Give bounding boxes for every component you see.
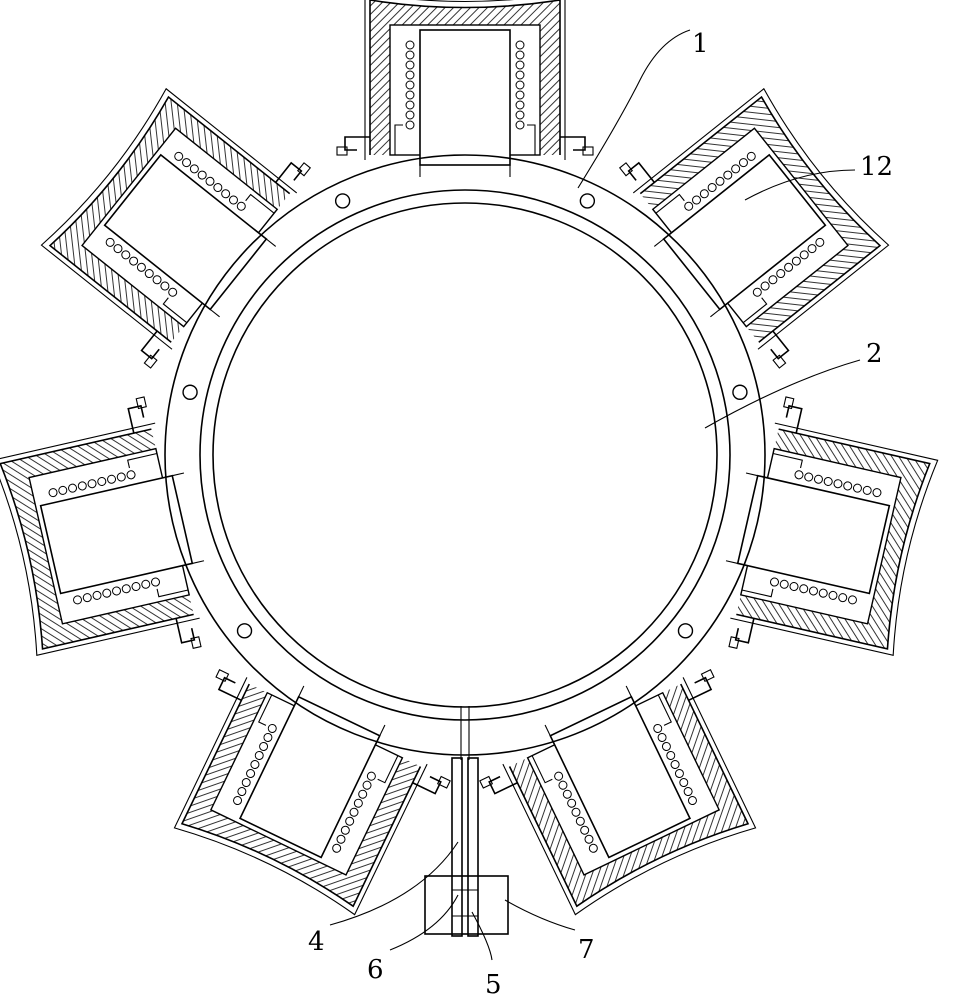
ring-pin (336, 194, 350, 208)
block-7 (425, 876, 508, 934)
electromagnet-unit (337, 0, 593, 177)
ring-pin (678, 624, 692, 638)
label-4: 4 (308, 927, 325, 957)
label-2: 2 (866, 339, 883, 369)
label-1: 1 (692, 29, 709, 59)
electromagnet-unit (603, 67, 906, 382)
ring-pins (183, 194, 747, 638)
inner-ring (200, 190, 730, 720)
ring-pin (580, 194, 594, 208)
ring-assembly (0, 0, 944, 927)
split-rod-assembly (425, 706, 508, 936)
electromagnet-unit (470, 650, 780, 927)
electromagnet-unit (149, 650, 459, 927)
label-6: 6 (367, 955, 384, 985)
ring-pin (238, 624, 252, 638)
ring-pin (733, 385, 747, 399)
label-12: 12 (860, 152, 893, 182)
ring-pin (183, 385, 197, 399)
electromagnet-units (0, 0, 944, 927)
electromagnet-unit (708, 392, 944, 683)
bore (213, 203, 717, 707)
label-5: 5 (485, 970, 502, 1000)
electromagnet-unit (24, 67, 327, 382)
label-7: 7 (578, 935, 595, 965)
electromagnet-unit (0, 392, 222, 683)
